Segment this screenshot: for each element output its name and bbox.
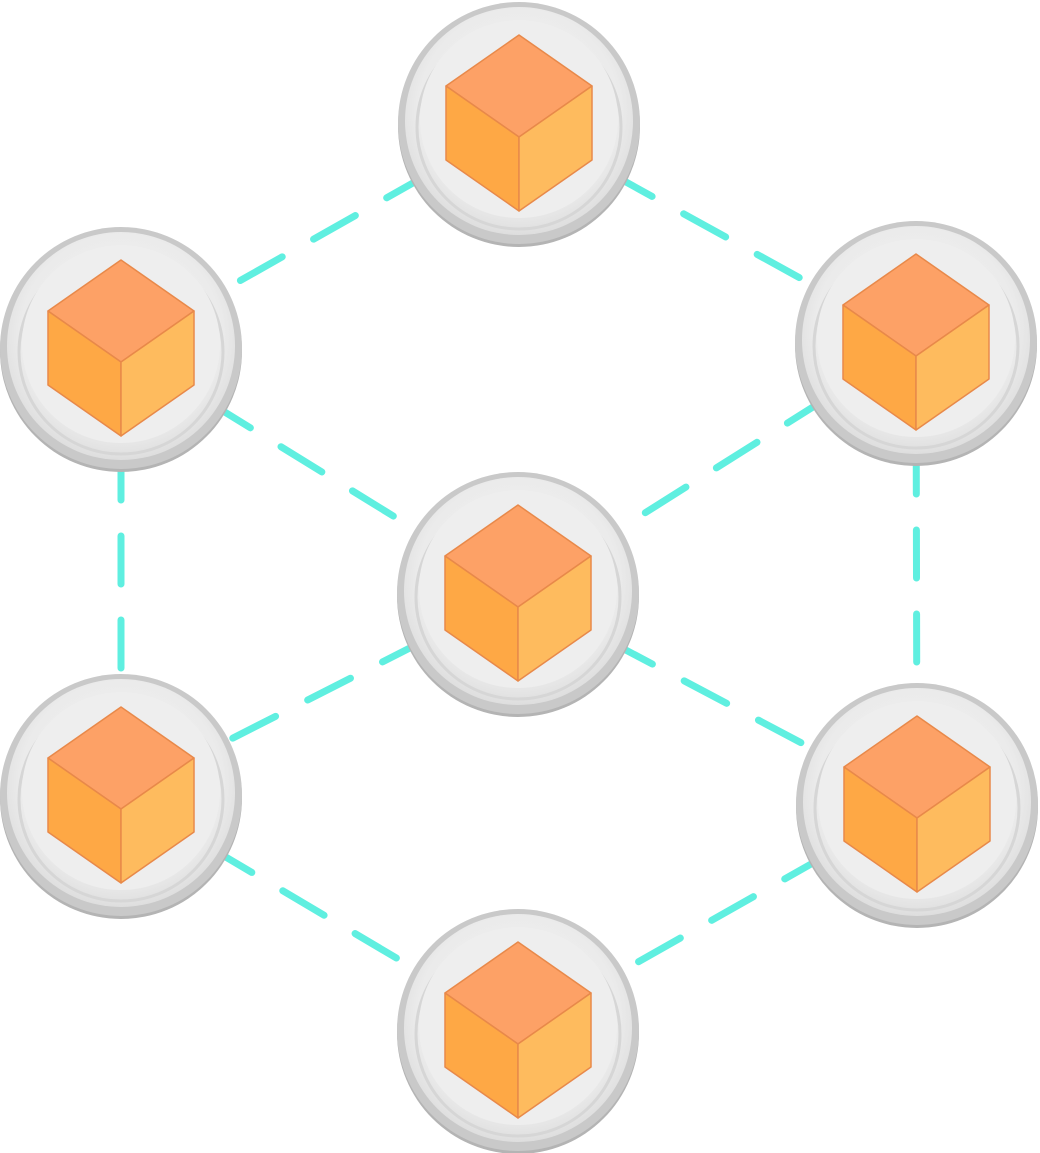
links-layer [117, 169, 921, 983]
link-lower-left-to-bottom [206, 844, 433, 981]
cube-icon [842, 253, 990, 431]
node-lower-left [0, 674, 242, 919]
cube-right-face [120, 757, 195, 884]
link-upper-right-to-center [602, 393, 832, 542]
cube-icon [47, 259, 195, 437]
link-center-to-lower-right [606, 638, 829, 759]
cube-right-face [915, 304, 990, 431]
link-upper-left-to-center [206, 399, 433, 542]
cube-icon [444, 941, 592, 1119]
link-center-to-lower-left [210, 636, 429, 752]
cube-right-face [517, 555, 592, 682]
node-upper-right [795, 221, 1037, 466]
node-center [397, 472, 639, 717]
node-lower-right [796, 683, 1038, 928]
cube-right-face [518, 85, 593, 212]
cube-right-face [916, 766, 991, 893]
cube-icon [843, 715, 991, 893]
node-bottom [397, 909, 639, 1153]
cube-right-face [517, 992, 592, 1119]
link-upper-right-to-lower-right [912, 442, 921, 704]
link-top-to-upper-right [606, 169, 829, 296]
cube-icon [444, 504, 592, 682]
cube-icon [445, 34, 593, 212]
node-upper-left [0, 227, 242, 472]
cube-icon [47, 706, 195, 884]
link-top-to-upper-left [208, 170, 432, 301]
cube-right-face [120, 310, 195, 437]
node-top [398, 2, 640, 247]
link-lower-right-to-bottom [604, 851, 831, 983]
